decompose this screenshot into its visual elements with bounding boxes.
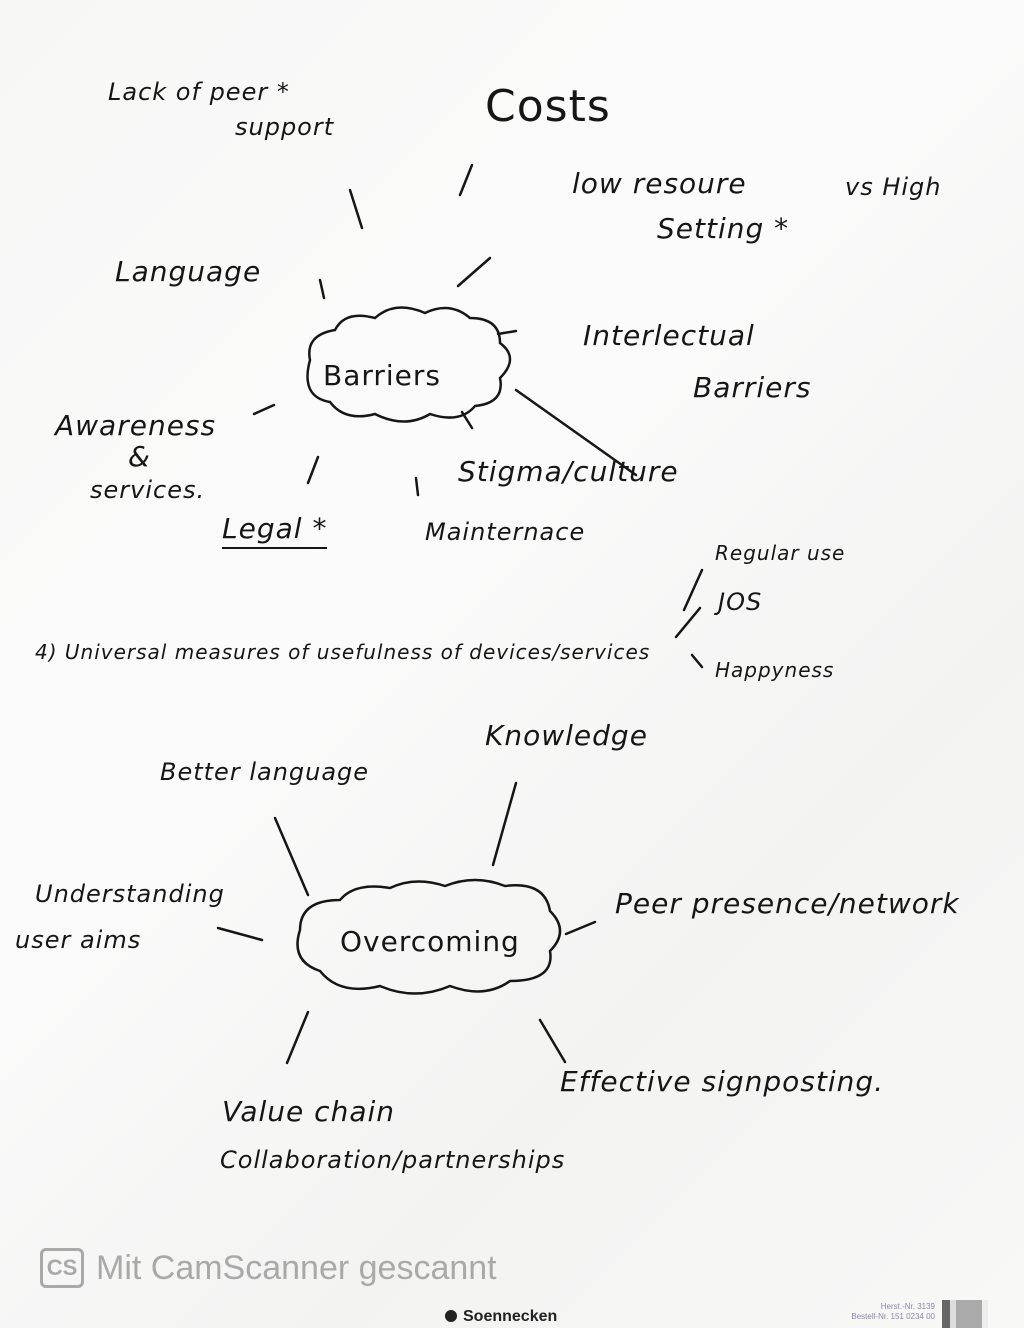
branch-value-chain: Value chain [222,1095,395,1128]
branch-maintenance: Mainternace [425,518,586,546]
measure-happyness: Happyness [715,658,835,682]
branch-peer-presence: Peer presence/network [615,887,960,920]
branch-language: Language [115,255,262,288]
branch-lack-peer-support: Lack of peer * [108,78,290,106]
branch-costs: Costs [485,81,611,132]
watermark-text: Mit CamScanner gescannt [96,1248,497,1287]
branch-stigma-culture: Stigma/culture [458,455,679,488]
branch-low-resource: low resoure [572,167,747,200]
overcoming-center: Overcoming [340,925,520,958]
branch-awareness-services: services. [90,476,206,504]
branch-understanding-user-aims: user aims [15,926,142,954]
camscanner-logo-icon: CS [40,1248,84,1288]
branch-understanding: Understanding [35,880,225,908]
measures-heading: 4) Universal measures of usefulness of d… [35,640,651,664]
branch-knowledge: Knowledge [485,719,648,752]
branch-low-resource-setting: Setting * [657,212,790,245]
brand-dot-icon [445,1310,457,1322]
branch-intellectual: Interlectual [583,319,755,352]
brand-name: Soennecken [463,1308,558,1325]
branch-awareness: Awareness [55,409,217,442]
measure-jos: JOS [718,588,763,616]
barriers-cloud [306,306,512,423]
branch-legal: Legal * [222,515,328,549]
overcoming-cloud [296,878,562,995]
branch-awareness-and: & [128,440,151,473]
paper-code-2: Bestell-Nr. 151 0234 00 [851,1312,935,1321]
barcode-icon [942,1300,988,1328]
camscanner-watermark: CS Mit CamScanner gescannt [40,1248,497,1288]
paper-brand: Soennecken [445,1308,557,1326]
branch-low-resource-vs: vs High [845,173,942,201]
branch-lack-peer-support-2: support [235,113,335,141]
barriers-center: Barriers [323,359,442,392]
paper-code: Herst.-Nr. 3139 Bestell-Nr. 151 0234 00 [800,1302,935,1322]
branch-better-language: Better language [160,758,370,786]
paper-code-1: Herst.-Nr. 3139 [880,1302,935,1311]
branch-signposting: Effective signposting. [560,1065,885,1098]
measure-regular-use: Regular use [715,541,846,565]
branch-intellectual-barriers: Barriers [693,371,812,404]
branch-collaboration: Collaboration/partnerships [220,1146,566,1174]
